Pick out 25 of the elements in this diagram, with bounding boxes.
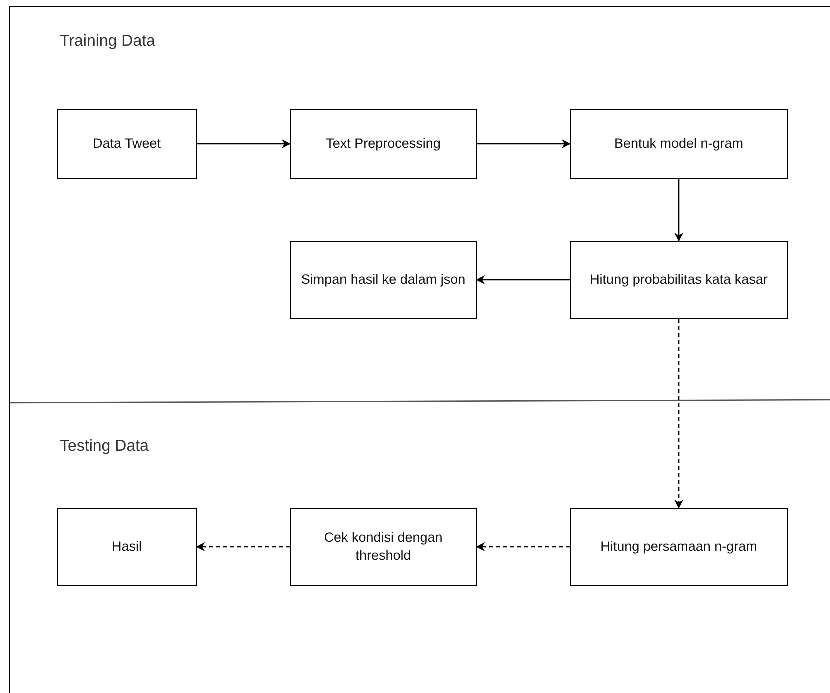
process-box: [290, 109, 477, 179]
section-title: Testing Data: [60, 438, 149, 456]
process-box: [290, 508, 477, 586]
process-box: [290, 241, 477, 319]
box-label: Hasil: [112, 538, 142, 556]
process-box: [570, 109, 788, 179]
box-label: Text Preprocessing: [326, 135, 441, 153]
box-label: Cek kondisi dengan threshold: [323, 529, 444, 565]
box-label: Data Tweet: [92, 135, 162, 153]
process-box: [57, 109, 197, 179]
section-title: Training Data: [60, 33, 156, 51]
box-label: Hitung persamaan n-gram: [600, 538, 758, 556]
process-box: [570, 508, 788, 586]
box-label: Simpan hasil ke dalam json: [301, 271, 466, 289]
arrow: [674, 319, 684, 509]
process-box: [570, 241, 788, 319]
arrow: [197, 140, 291, 148]
box-label: Bentuk model n-gram: [614, 135, 744, 153]
arrow: [196, 542, 290, 552]
process-box: [57, 508, 197, 586]
arrow: [476, 542, 570, 552]
box-label: Hitung probabilitas kata kasar: [590, 271, 768, 289]
arrow: [477, 140, 571, 148]
arrow: [476, 276, 570, 284]
arrow: [674, 179, 684, 242]
